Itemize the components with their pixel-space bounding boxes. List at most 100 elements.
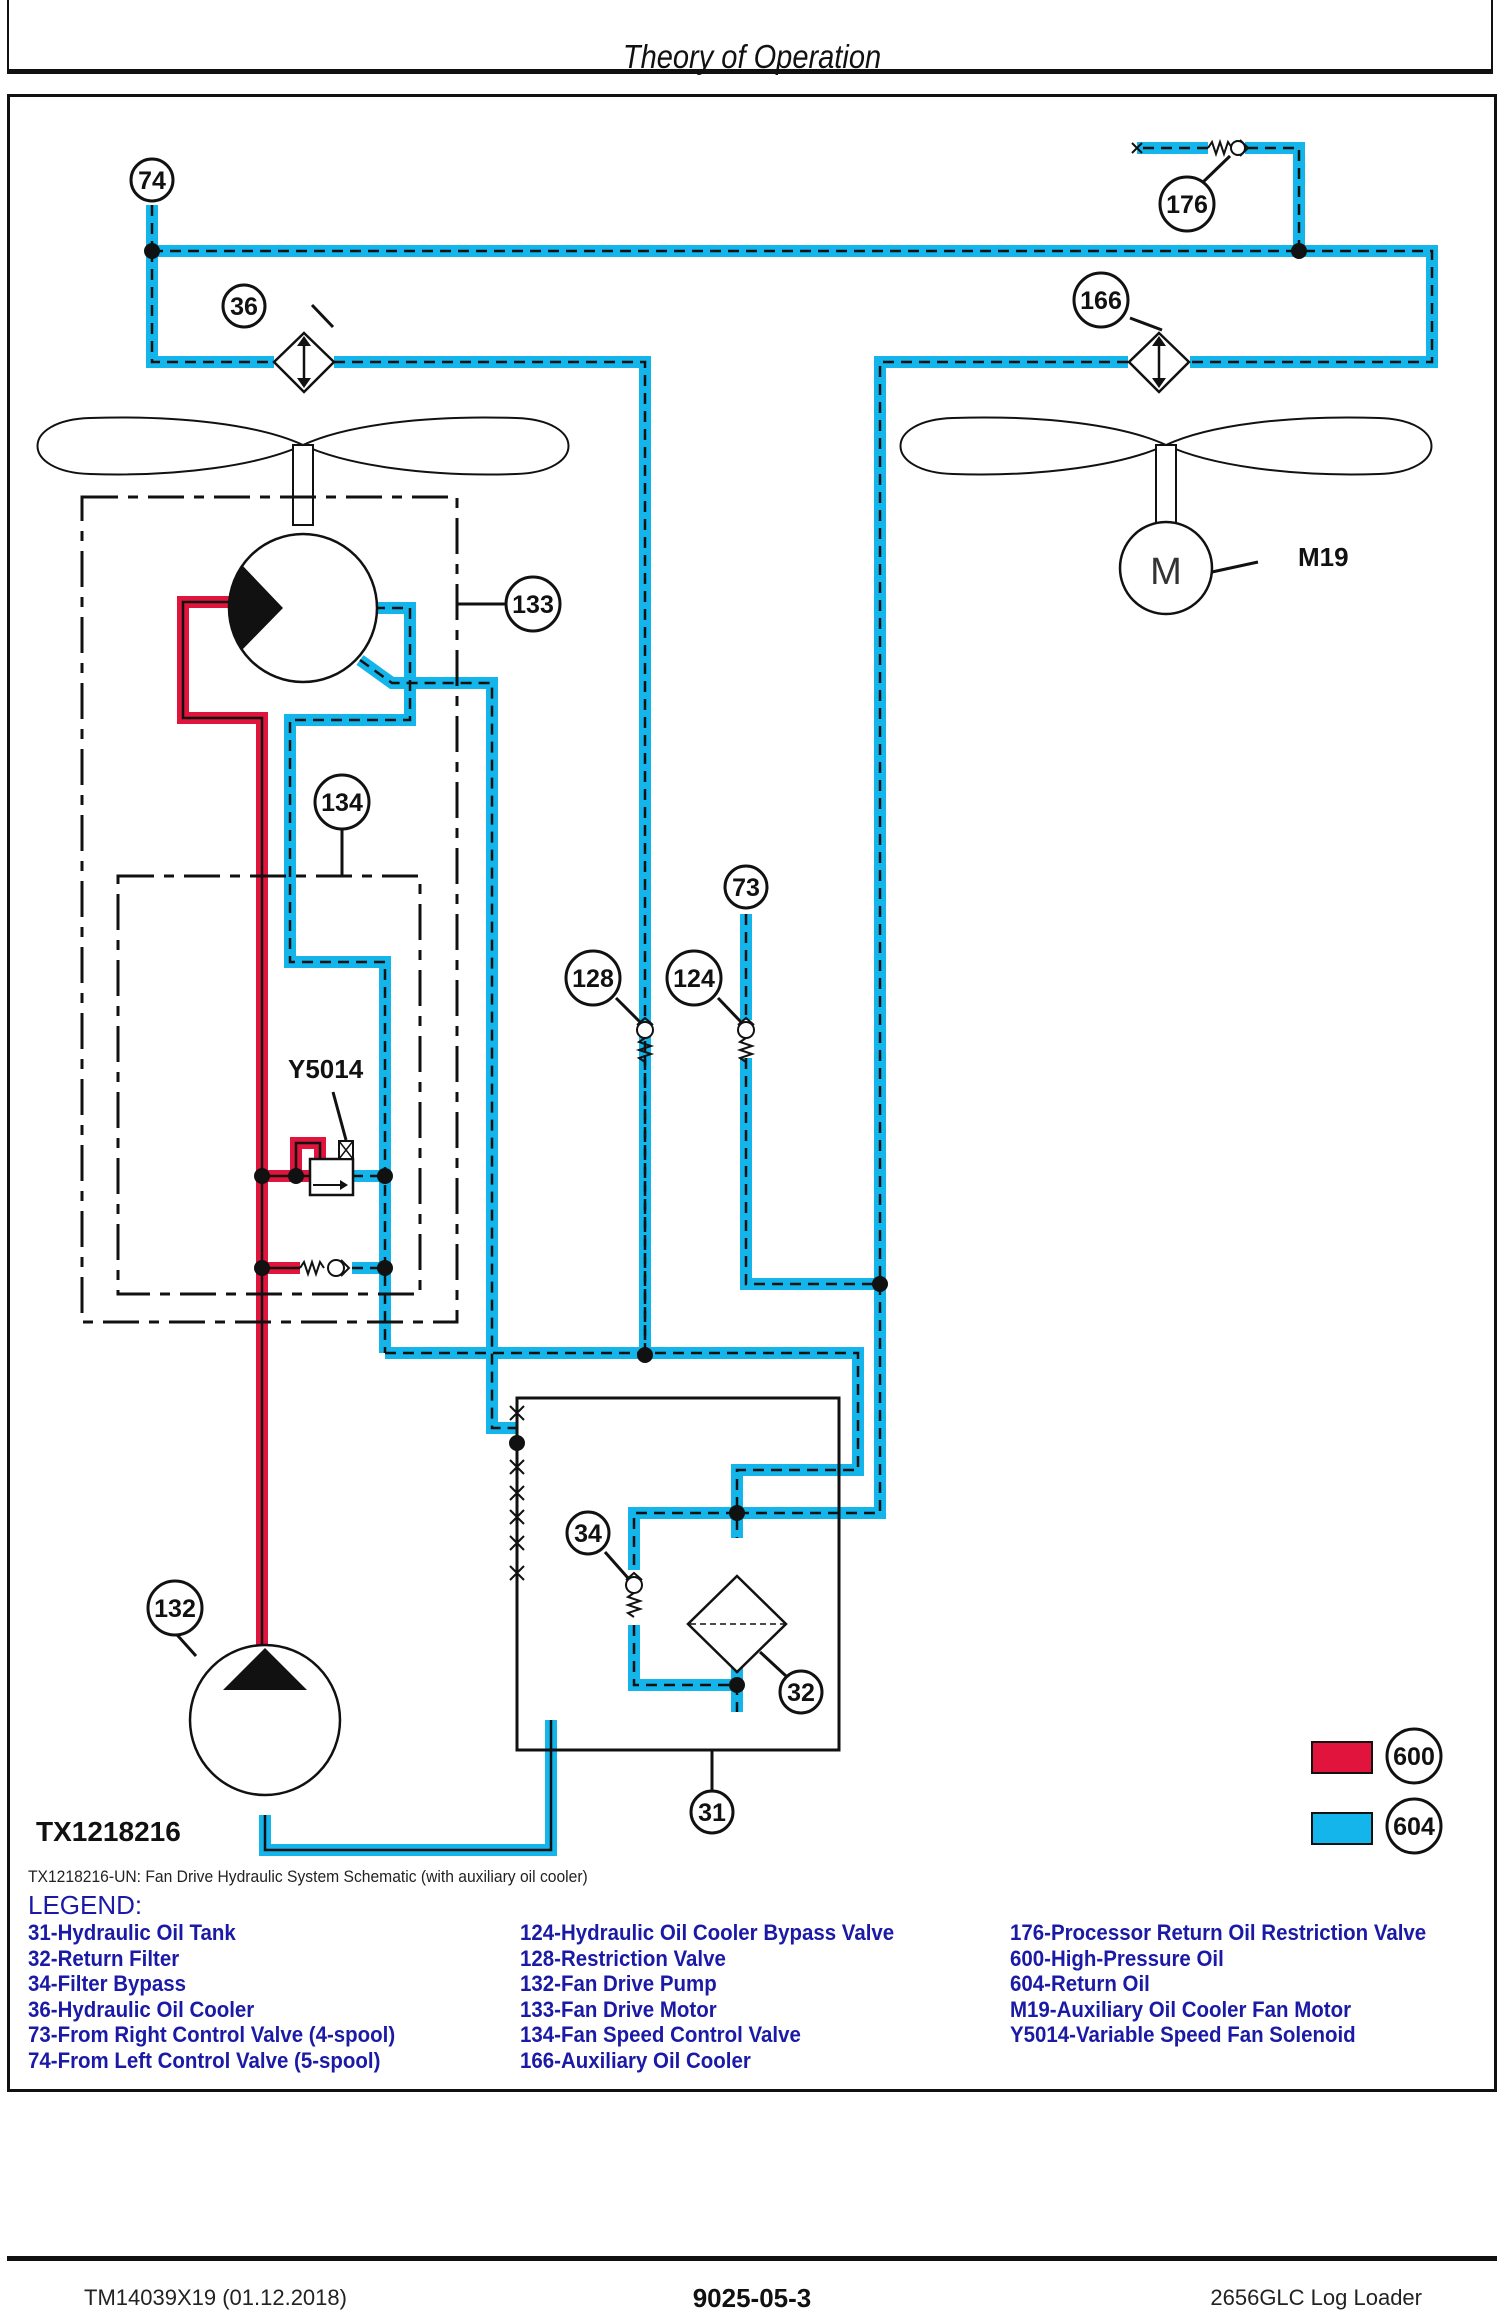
color-swatch-604 xyxy=(1311,1812,1373,1845)
callout-176: 176 xyxy=(1158,175,1216,233)
legend-item: 128-Restriction Valve xyxy=(520,1945,726,1971)
svg-text:133: 133 xyxy=(512,591,554,619)
page-title: Theory of Operation xyxy=(622,38,882,75)
legend-item: 73-From Right Control Valve (4-spool) xyxy=(28,2022,396,2047)
callouts xyxy=(310,154,1232,1579)
footer-doc-id: TM14039X19 (01.12.2018) xyxy=(84,2285,347,2310)
figure-frame xyxy=(7,94,1497,2092)
fan-drive-pump-132 xyxy=(168,1625,342,1797)
callout-74: 74 xyxy=(129,157,175,203)
legend-item: 32-Return Filter xyxy=(28,1945,180,1971)
callout-132: 132 xyxy=(146,1579,204,1637)
line-pump-to-motor xyxy=(177,596,268,1648)
header-box xyxy=(7,0,1493,74)
callout-134: 134 xyxy=(313,773,371,831)
legend-item: 600-High-Pressure Oil xyxy=(1010,1945,1224,1971)
aux-fan-motor-m19: M M19 xyxy=(1118,520,1349,616)
check-valve-128 xyxy=(635,1016,655,1063)
legend-column-2: 124-Hydraulic Oil Cooler Bypass Valve 12… xyxy=(520,1920,922,2073)
legend-item: 31-Hydraulic Oil Tank xyxy=(28,1920,236,1945)
legend-column-1: 31-Hydraulic Oil Tank 32-Return Filter 3… xyxy=(28,1920,423,2073)
check-valve-124 xyxy=(736,1016,756,1063)
motor-letter: M xyxy=(1150,551,1182,593)
legend-item: 34-Filter Bypass xyxy=(28,1971,187,1996)
line-73 xyxy=(740,914,880,1290)
footer-divider xyxy=(7,2256,1497,2261)
fan-right xyxy=(899,416,1433,526)
line-36-loop-centerline xyxy=(150,251,647,1355)
svg-text:32: 32 xyxy=(787,1679,815,1707)
legend-item: 166-Auxiliary Oil Cooler xyxy=(520,2047,751,2073)
svg-text:74: 74 xyxy=(138,167,166,195)
legend-item: Y5014-Variable Speed Fan Solenoid xyxy=(1010,2022,1356,2047)
hydraulic-oil-tank-31 xyxy=(509,1396,841,1790)
svg-text:132: 132 xyxy=(154,1595,196,1623)
callout-34: 34 xyxy=(565,1510,611,1556)
svg-text:31: 31 xyxy=(698,1799,726,1827)
hydraulic-oil-cooler-36 xyxy=(272,331,336,394)
line-176-centerline xyxy=(1137,146,1301,251)
color-swatch-600 xyxy=(1311,1741,1373,1774)
line-pump-to-motor-centerline xyxy=(181,600,264,1648)
line-36-loop xyxy=(146,251,651,1355)
svg-text:604: 604 xyxy=(1393,1813,1435,1841)
legend-item: 176-Processor Return Oil Restriction Val… xyxy=(1010,1920,1427,1945)
svg-text:36: 36 xyxy=(230,293,258,321)
legend-item: 133-Fan Drive Motor xyxy=(520,1996,717,2022)
return-oil-lines xyxy=(146,142,1438,1712)
legend-item: 604-Return Oil xyxy=(1010,1971,1150,1996)
footer-page-number: 9025-05-3 xyxy=(692,2283,812,2313)
footer-model: 2656GLC Log Loader xyxy=(1210,2285,1422,2310)
line-74-supply-centerline xyxy=(150,205,1434,1538)
callout-124: 124 xyxy=(665,949,723,1007)
callout-133: 133 xyxy=(504,575,562,633)
solenoid-valve-y5014: Y5014 xyxy=(288,1054,364,1197)
color-key: 600 604 xyxy=(1311,1727,1443,1855)
line-motor-case-centerline xyxy=(359,658,517,1430)
legend-item: M19-Auxiliary Oil Cooler Fan Motor xyxy=(1010,1996,1352,2022)
m19-label: M19 xyxy=(1298,542,1349,572)
fan-drive-motor-133 xyxy=(227,532,379,684)
callout-600: 600 xyxy=(1385,1727,1443,1785)
high-pressure-lines xyxy=(177,596,326,1648)
motor-133-boundary xyxy=(80,495,459,1324)
legend-item: 132-Fan Drive Pump xyxy=(520,1971,717,1996)
line-y5014-pilot-centerline xyxy=(294,1141,322,1176)
valve-134-boundary xyxy=(116,874,422,1296)
aux-oil-cooler-166 xyxy=(1127,331,1191,394)
callout-32: 32 xyxy=(778,1669,824,1715)
hydraulic-line-centerline xyxy=(263,1720,553,1852)
line-to-tank-bus xyxy=(385,1347,864,1513)
svg-text:73: 73 xyxy=(732,874,760,902)
legend-item: 36-Hydraulic Oil Cooler xyxy=(28,1996,255,2022)
relief-valve-134 xyxy=(299,1258,351,1278)
line-to-tank-bus-centerline xyxy=(385,1351,860,1513)
svg-text:166: 166 xyxy=(1080,287,1122,315)
svg-text:600: 600 xyxy=(1393,1743,1435,1771)
callout-73: 73 xyxy=(723,864,769,910)
legend-column-3: 176-Processor Return Oil Restriction Val… xyxy=(1010,1920,1458,2048)
svg-text:34: 34 xyxy=(574,1520,602,1548)
legend-item: 134-Fan Speed Control Valve xyxy=(520,2022,801,2047)
callout-31: 31 xyxy=(689,1789,735,1835)
callout-36: 36 xyxy=(221,283,267,329)
figure-id: TX1218216 xyxy=(36,1816,181,1847)
figure-caption: TX1218216-UN: Fan Drive Hydraulic System… xyxy=(28,1867,588,1886)
y5014-label: Y5014 xyxy=(288,1054,364,1084)
legend-title: LEGEND: xyxy=(28,1890,143,1920)
return-filter-32 xyxy=(686,1574,788,1678)
svg-text:134: 134 xyxy=(321,789,363,817)
legend-item: 124-Hydraulic Oil Cooler Bypass Valve xyxy=(520,1920,895,1945)
svg-text:124: 124 xyxy=(673,965,715,993)
svg-text:176: 176 xyxy=(1166,191,1208,219)
callout-128: 128 xyxy=(564,949,622,1007)
callout-604: 604 xyxy=(1385,1797,1443,1855)
legend-item: 74-From Left Control Valve (5-spool) xyxy=(28,2047,381,2073)
line-motor-out-centerline xyxy=(288,606,412,1353)
line-74-supply xyxy=(146,205,1438,1538)
suction-line xyxy=(259,1720,557,1856)
callout-166: 166 xyxy=(1072,271,1130,329)
line-73-centerline xyxy=(744,914,880,1286)
svg-text:128: 128 xyxy=(572,965,614,993)
